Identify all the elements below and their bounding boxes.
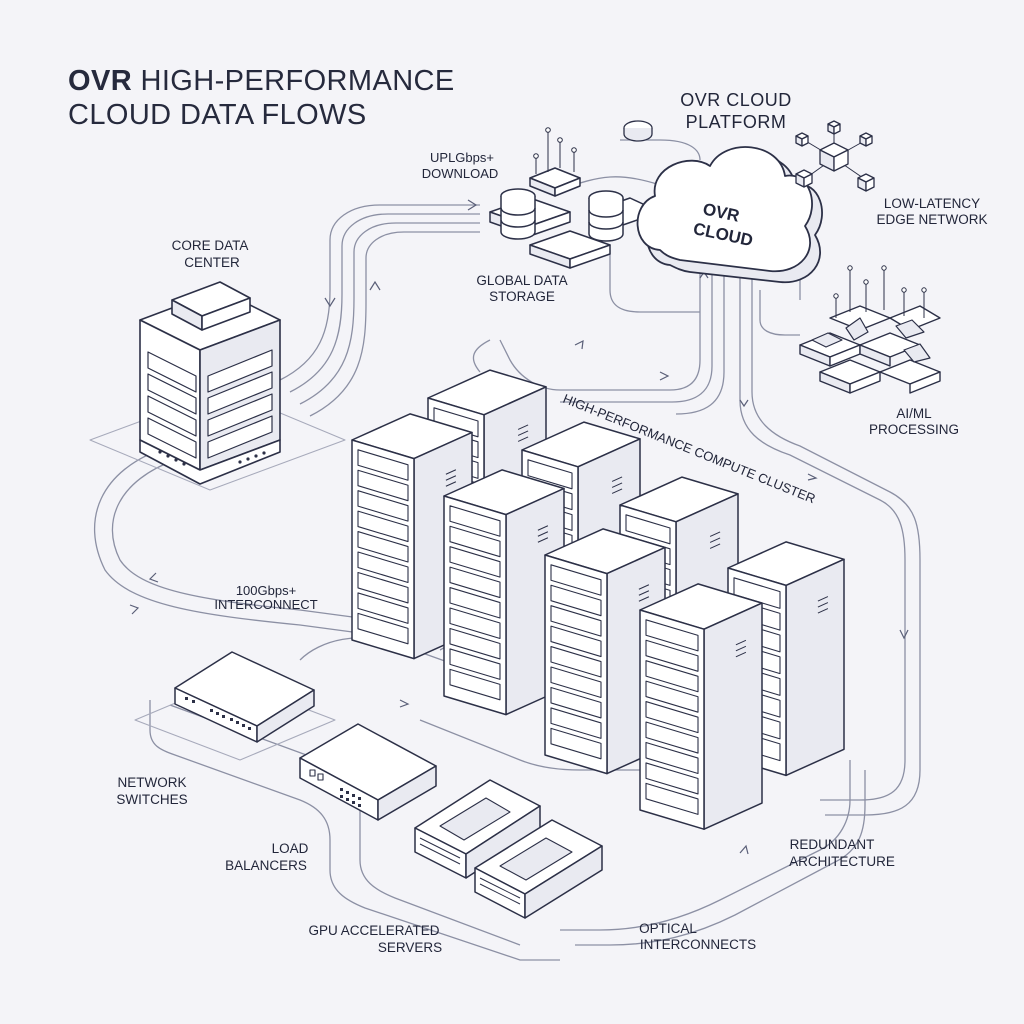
drive-bay	[357, 490, 409, 522]
drive-bay	[357, 531, 409, 563]
drive-bay	[550, 686, 602, 719]
core-label-line2: CENTER	[184, 255, 240, 270]
drive-bay	[433, 407, 479, 438]
drive-bay	[645, 701, 699, 734]
drive-bay	[357, 571, 409, 604]
ai-label-line1: AI/ML	[896, 406, 932, 421]
edge-network[interactable]	[795, 120, 875, 192]
title-brand: OVR	[68, 65, 133, 97]
download-label-line1: UPLGbps+	[430, 150, 494, 165]
drive-bay	[645, 762, 699, 795]
drive-bay	[550, 564, 602, 596]
drive-bay	[449, 607, 501, 640]
drive-bay	[357, 612, 409, 645]
drive-bay	[527, 459, 573, 490]
optical-label-line1: OPTICAL	[639, 921, 697, 936]
title-line1: HIGH-PERFORMANCE	[132, 65, 455, 97]
interconnect-label-line2: INTERCONNECT	[214, 597, 317, 612]
drive-bay	[550, 666, 602, 699]
switches-label-line1: NETWORK	[118, 775, 187, 790]
drive-bay	[449, 546, 501, 578]
drive-bay	[449, 668, 501, 701]
drive-bay	[645, 639, 699, 672]
gpu-label-line1: GPU ACCELERATED	[308, 923, 439, 938]
drive-bay	[449, 505, 501, 537]
drive-bay	[733, 577, 781, 609]
platform-label-line1: OVR CLOUD	[680, 90, 792, 110]
drive-bay	[550, 707, 602, 739]
drive-bay	[357, 449, 409, 481]
global-data-storage[interactable]	[489, 127, 661, 269]
drive-bay	[550, 625, 602, 658]
ai-label-line2: PROCESSING	[869, 422, 959, 437]
storage-label-line1: GLOBAL DATA	[476, 273, 567, 288]
drive-bay	[645, 680, 699, 713]
edge-label-line1: LOW-LATENCY	[884, 196, 980, 211]
drive-bay	[550, 584, 602, 617]
ai-ml-processing[interactable]	[799, 265, 941, 394]
drive-bay	[357, 592, 409, 624]
gpu-servers[interactable]	[414, 779, 603, 919]
drive-bay	[550, 646, 602, 678]
compute-cluster	[351, 369, 845, 830]
redundant-label-line1: REDUNDANT	[790, 837, 875, 852]
drive-bay	[550, 727, 602, 760]
lb-label-line2: BALANCERS	[225, 858, 307, 873]
drive-bay	[625, 514, 671, 545]
server-rack[interactable]	[351, 413, 473, 660]
gpu-label-line2: SERVERS	[378, 940, 442, 955]
optical-label-line2: INTERCONNECTS	[640, 937, 756, 952]
download-label-line2: DOWNLOAD	[422, 166, 499, 181]
drive-bay	[357, 510, 409, 543]
drive-bay	[357, 551, 409, 584]
interconnect-label-line1: 100Gbps+	[236, 583, 296, 598]
core-label-line1: CORE DATA	[172, 238, 249, 253]
edge-label-line2: EDGE NETWORK	[876, 212, 987, 227]
platform-label-line2: PLATFORM	[686, 112, 787, 132]
storage-label-line2: STORAGE	[489, 289, 555, 304]
network-switch[interactable]	[134, 651, 336, 761]
drive-bay	[449, 587, 501, 619]
drive-bay	[550, 605, 602, 637]
redundant-label-line2: ARCHITECTURE	[789, 854, 895, 869]
lb-label-line1: LOAD	[272, 841, 309, 856]
title-line2: CLOUD DATA FLOWS	[68, 99, 367, 131]
drive-bay	[449, 648, 501, 680]
drive-bay	[645, 741, 699, 775]
page-title: OVR HIGH-PERFORMANCE CLOUD DATA FLOWS	[68, 64, 455, 132]
switches-label-line2: SWITCHES	[116, 792, 187, 807]
drive-bay	[449, 566, 501, 599]
drive-bay	[449, 525, 501, 558]
server-rack[interactable]	[639, 583, 763, 830]
load-balancer[interactable]	[299, 723, 437, 821]
drive-bay	[645, 660, 699, 693]
drive-bay	[645, 782, 699, 815]
ovr-cloud[interactable]	[636, 146, 823, 283]
drive-bay	[449, 627, 501, 660]
core-data-center[interactable]	[89, 281, 346, 491]
server-rack[interactable]	[443, 469, 565, 716]
server-rack[interactable]	[544, 528, 666, 775]
connector-node	[623, 120, 653, 142]
drive-bay	[645, 619, 699, 652]
drive-bay	[645, 721, 699, 754]
drive-bay	[357, 469, 409, 502]
